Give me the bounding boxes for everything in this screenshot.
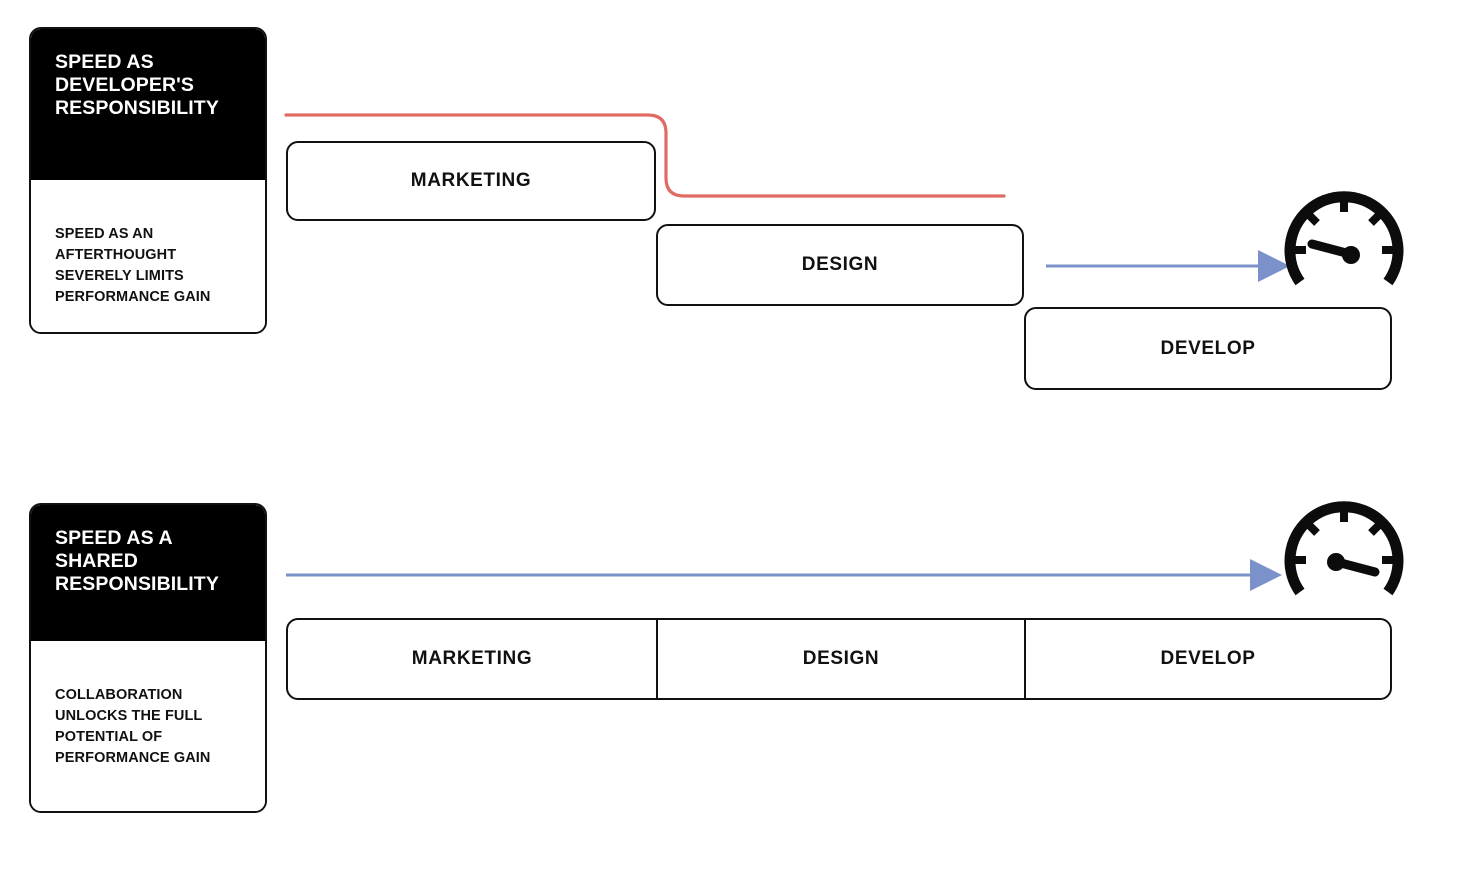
- gauge-needle-high: [1327, 553, 1380, 577]
- callout-card-developer-responsibility: SPEED AS DEVELOPER'S RESPONSIBILITY SPEE…: [29, 27, 267, 334]
- speedometer-low-icon: [1284, 191, 1404, 286]
- stage-segment-design[interactable]: DESIGN: [658, 620, 1026, 698]
- stage-segment-develop[interactable]: DEVELOP: [1160, 648, 1256, 669]
- stage-segment-marketing[interactable]: MARKETING: [288, 620, 658, 698]
- callout-title: SPEED AS DEVELOPER'S RESPONSIBILITY: [31, 29, 265, 180]
- callout-body-text: COLLABORATION UNLOCKS THE FULL POTENTIAL…: [31, 641, 265, 811]
- stage-box-design-top[interactable]: DESIGN: [656, 224, 1024, 306]
- stage-box-develop-top[interactable]: DEVELOP: [1024, 307, 1392, 390]
- joined-stage-bar: MARKETING DESIGN DEVELOP: [286, 618, 1392, 700]
- callout-body-text: SPEED AS AN AFTERTHOUGHT SEVERELY LIMITS…: [31, 179, 265, 332]
- callout-title: SPEED AS A SHARED RESPONSIBILITY: [31, 505, 265, 641]
- blue-arrow-long-icon: [286, 559, 1282, 591]
- gauge-needle-low: [1307, 239, 1360, 264]
- callout-card-shared-responsibility: SPEED AS A SHARED RESPONSIBILITY COLLABO…: [29, 503, 267, 813]
- stage-box-marketing-top[interactable]: MARKETING: [286, 141, 656, 221]
- speedometer-high-icon: [1284, 501, 1404, 596]
- blue-arrow-short-icon: [1046, 250, 1290, 282]
